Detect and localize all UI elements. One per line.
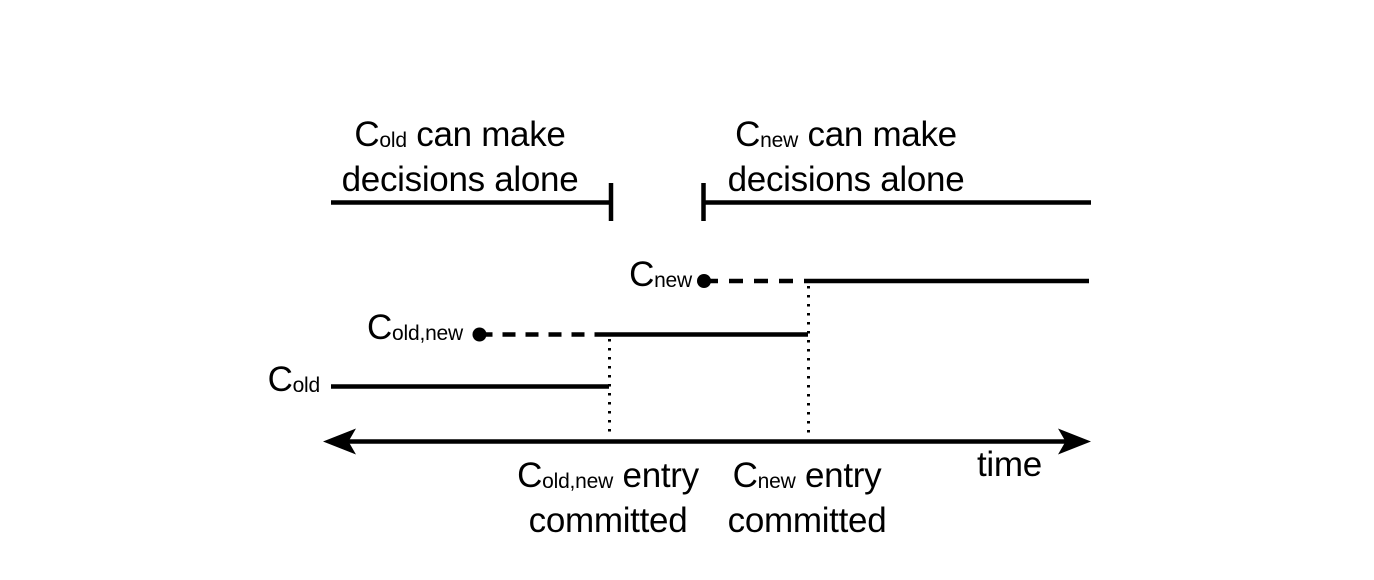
config-subscript: old	[292, 374, 321, 398]
caption-text: can make	[798, 115, 958, 154]
config-subscript: old,new	[392, 322, 463, 346]
config-symbol: C	[732, 456, 758, 495]
config-subscript: new	[760, 129, 799, 153]
milestone-line-2: committed	[528, 501, 688, 540]
config-symbol: C	[735, 115, 761, 154]
milestone-c-new-committed: Cnew entry committed	[667, 456, 947, 541]
caption-line-2: decisions alone	[341, 160, 579, 199]
time-axis-label: time	[977, 445, 1042, 484]
milestone-text: entry	[795, 456, 882, 495]
config-subscript: old,new	[542, 470, 614, 494]
label-c-old: Cold	[230, 360, 321, 405]
config-subscript: old	[379, 129, 407, 153]
label-c-new: Cnew	[560, 255, 692, 300]
config-symbol: C	[629, 255, 655, 294]
caption-line-2: decisions alone	[727, 160, 965, 199]
config-symbol: C	[367, 308, 393, 347]
label-c-old-new: Cold,new	[330, 308, 463, 353]
caption-line-1: Cold can make	[300, 115, 620, 160]
milestone-line-1: Cold,new entry	[468, 456, 748, 501]
caption-line-1: Cnew can make	[686, 115, 1006, 160]
time-axis-right-arrowhead-icon	[1058, 428, 1091, 455]
milestone-line-2: committed	[727, 501, 887, 540]
config-symbol: C	[267, 360, 293, 399]
caption-text: can make	[406, 115, 566, 154]
milestone-c-old-new-committed: Cold,new entry committed	[468, 456, 748, 541]
config-subscript: new	[757, 470, 796, 494]
time-axis-left-arrowhead-icon	[323, 428, 356, 455]
caption-c-new-can-decide: Cnew can make decisions alone	[686, 115, 1006, 200]
caption-c-old-can-decide: Cold can make decisions alone	[300, 115, 620, 200]
milestone-text: entry	[613, 456, 700, 495]
milestone-line-1: Cnew entry	[667, 456, 947, 501]
config-symbol: C	[354, 115, 380, 154]
config-subscript: new	[654, 269, 692, 293]
config-symbol: C	[517, 456, 543, 495]
